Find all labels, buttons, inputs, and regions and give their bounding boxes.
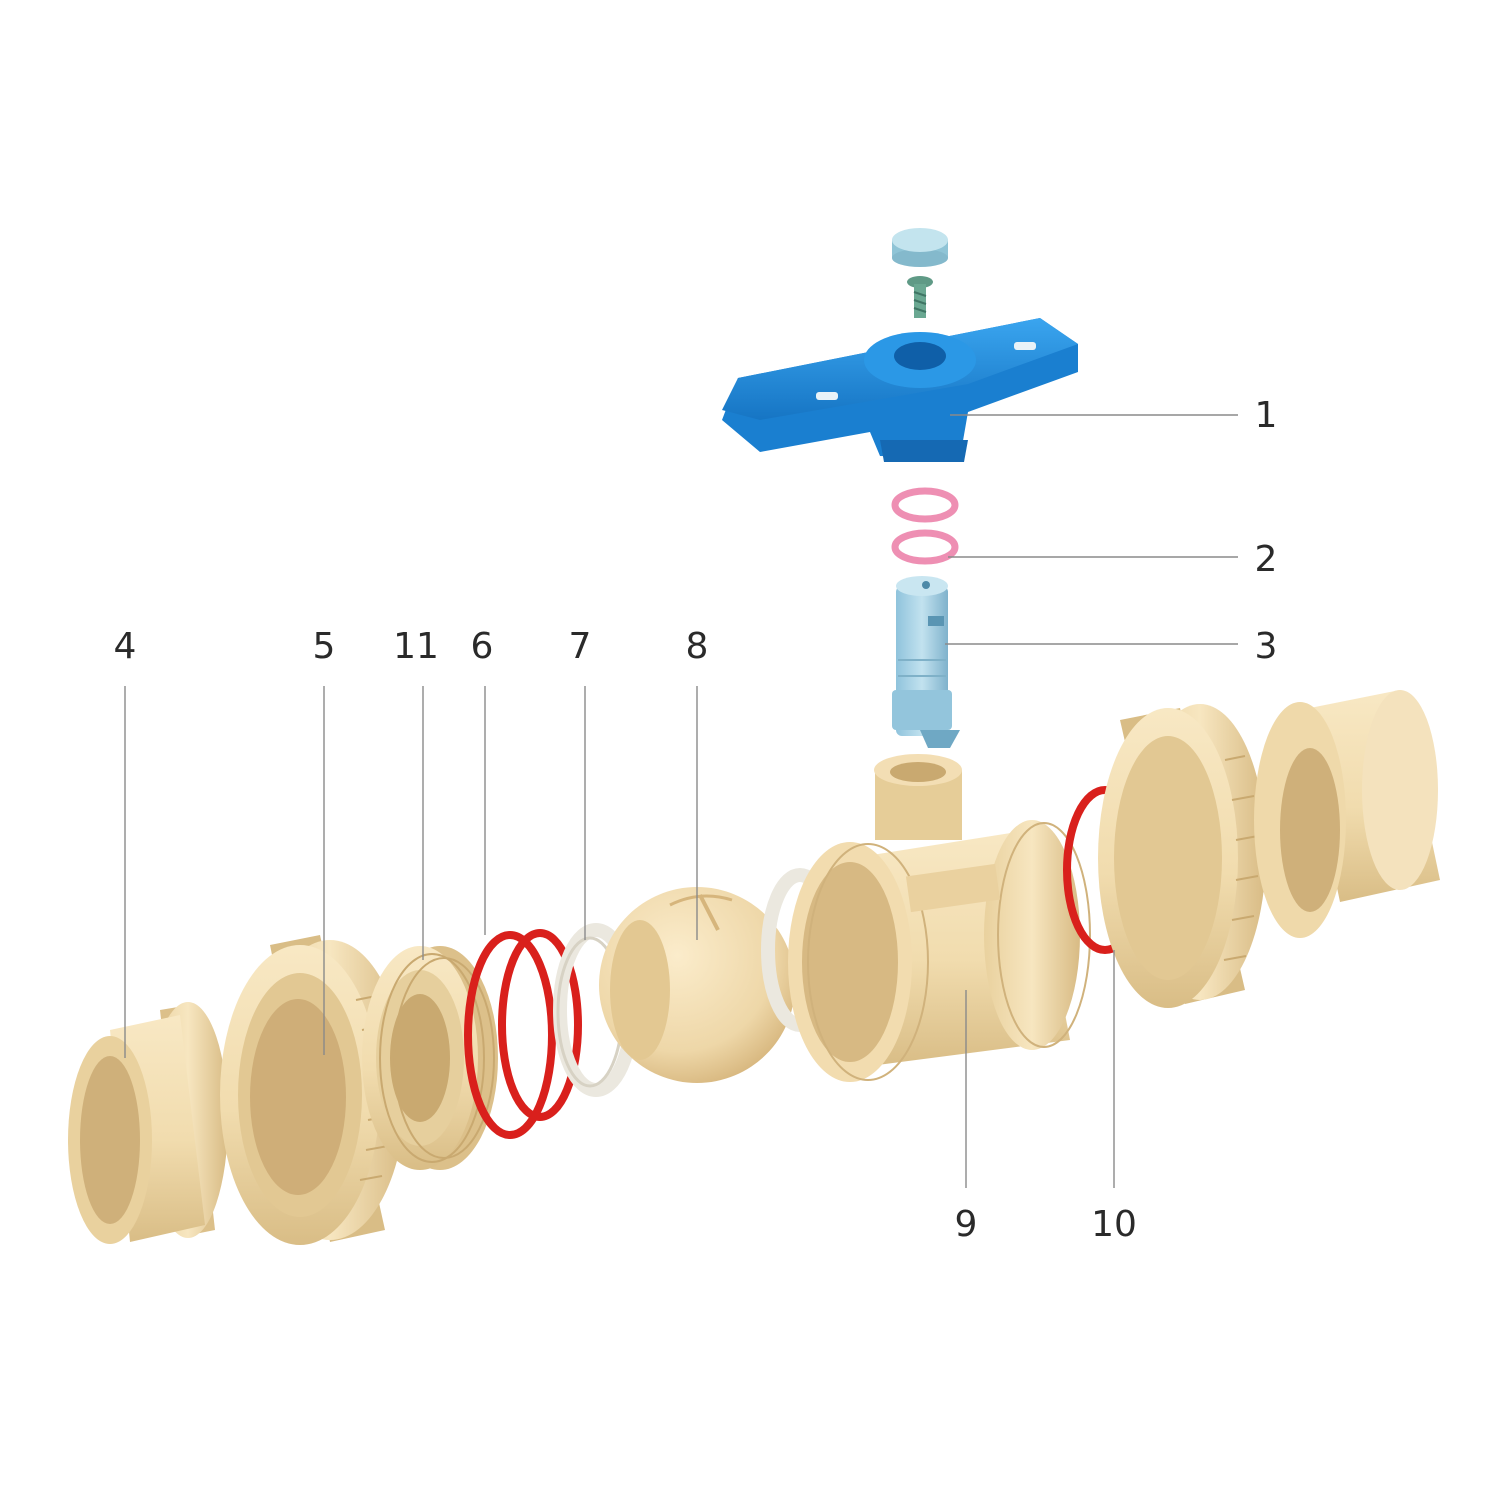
label-4: 4	[114, 626, 137, 667]
leader-lines	[124, 414, 1238, 1188]
stem-part-3	[892, 576, 960, 748]
o-rings-part-2	[891, 487, 959, 565]
label-8: 8	[686, 626, 709, 667]
threaded-carrier-part-11	[362, 946, 498, 1170]
label-9: 9	[955, 1204, 978, 1245]
socket-end-right	[1254, 690, 1440, 938]
label-10: 10	[1091, 1204, 1137, 1245]
part-labels: 1 2 3 4 5 11 6 7 8 9 10	[114, 395, 1278, 1245]
label-11: 11	[393, 626, 439, 667]
ball-part-8	[599, 887, 795, 1083]
label-3: 3	[1255, 626, 1278, 667]
label-2: 2	[1255, 539, 1278, 580]
valve-body-part-9	[788, 754, 1091, 1082]
red-o-rings-part-6	[464, 929, 582, 1139]
label-5: 5	[313, 626, 336, 667]
socket-end-part-4	[68, 1002, 228, 1244]
union-nut-right	[1098, 704, 1266, 1008]
cap-plug	[892, 228, 948, 267]
label-7: 7	[569, 626, 592, 667]
screw	[907, 276, 933, 318]
handle-part-1	[722, 318, 1078, 462]
label-1: 1	[1255, 395, 1278, 436]
label-6: 6	[471, 626, 494, 667]
